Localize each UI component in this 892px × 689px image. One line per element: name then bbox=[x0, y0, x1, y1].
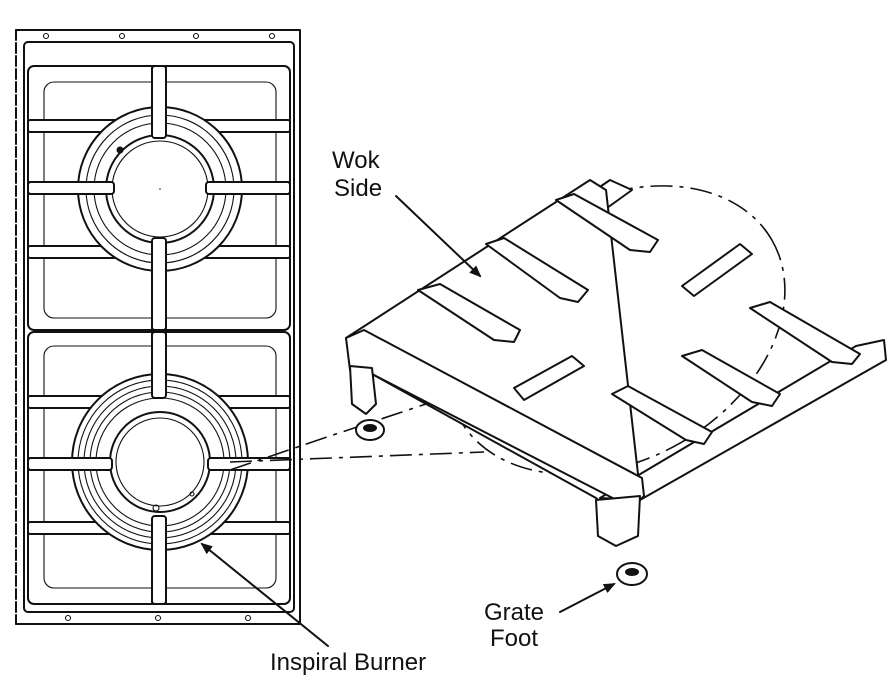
callout-grate-foot: Grate Foot bbox=[484, 583, 616, 652]
callout-inspiral-burner: Inspiral Burner bbox=[200, 542, 426, 676]
lower-grate bbox=[27, 331, 291, 605]
grate-finger-4 bbox=[681, 243, 753, 297]
grate-finger-3 bbox=[555, 193, 659, 253]
callout-wok-side: Wok Side bbox=[332, 147, 482, 278]
wok-side-label-line1: Wok bbox=[332, 147, 381, 174]
cooktop-top-view bbox=[15, 29, 301, 625]
grate-foot-front bbox=[616, 562, 648, 586]
grate-leg-left bbox=[349, 365, 377, 415]
grate-isometric-view bbox=[345, 179, 887, 586]
cooktop-outer-frame bbox=[15, 29, 301, 625]
wok-side-arrow bbox=[395, 195, 482, 278]
grate-finger-7 bbox=[681, 349, 781, 407]
grate-foot-label-line1: Grate bbox=[484, 599, 544, 626]
inspiral-burner-arrow bbox=[200, 542, 329, 647]
cooktop-inner-frame bbox=[23, 41, 295, 613]
frame-screws bbox=[42, 32, 276, 622]
upper-burner bbox=[77, 106, 243, 272]
projection-lines bbox=[229, 395, 485, 471]
grate-finger-5 bbox=[513, 355, 585, 401]
grate-foot-label-line2: Foot bbox=[490, 625, 538, 652]
upper-grate-fingers bbox=[27, 65, 291, 331]
upper-grate bbox=[27, 65, 291, 331]
grate-finger-8 bbox=[749, 301, 861, 365]
grate-leg-front bbox=[595, 495, 641, 547]
wok-side-label-line2: Side bbox=[334, 175, 382, 202]
grate-finger-2 bbox=[485, 237, 589, 303]
grate-foot-left bbox=[355, 419, 385, 441]
grate-foot-arrow bbox=[559, 583, 616, 613]
grate-finger-6 bbox=[611, 385, 713, 445]
grate-finger-1 bbox=[417, 283, 521, 343]
inspiral-burner-label: Inspiral Burner bbox=[270, 649, 426, 676]
